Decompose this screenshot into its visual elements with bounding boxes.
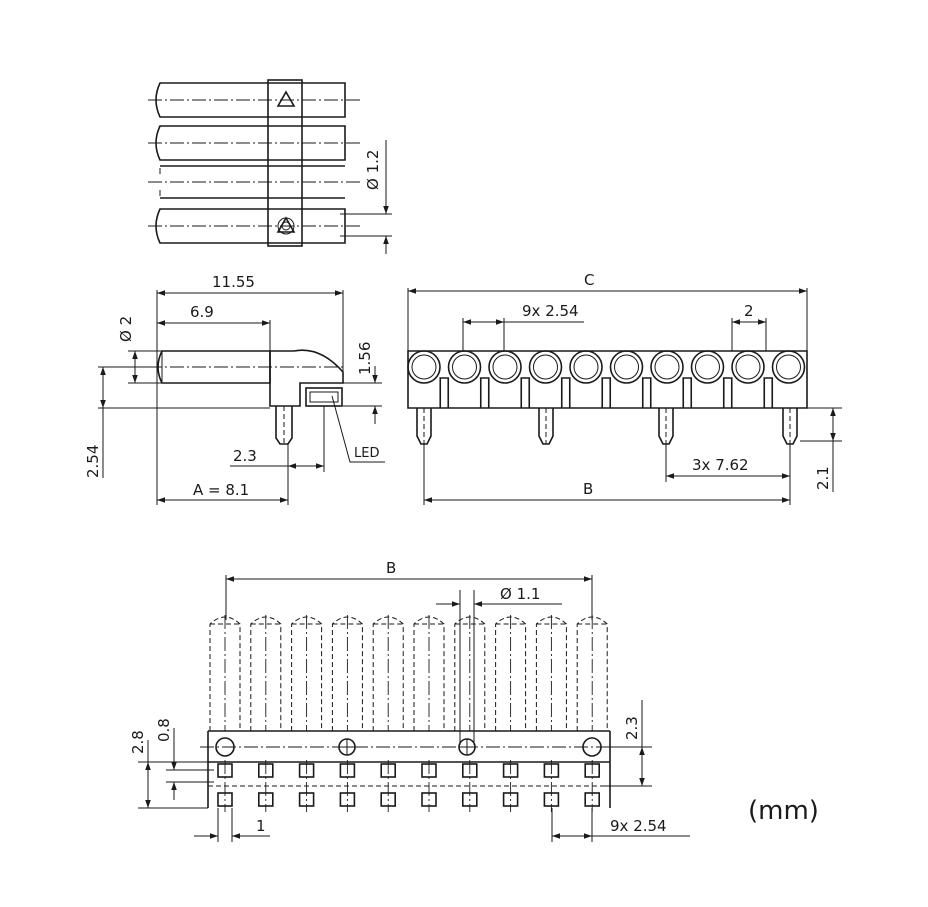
dim-1-label: 1 <box>256 817 266 835</box>
dim-d2-label: Ø 2 <box>117 316 135 342</box>
dim-9x254-label: 9x 2.54 <box>522 302 579 320</box>
slot <box>682 377 693 408</box>
led-lens <box>690 350 725 384</box>
dim-c-label: C <box>584 271 594 289</box>
led-lens <box>447 350 482 384</box>
led-lens-inner <box>533 354 558 380</box>
dim-2-54-label: 2.54 <box>84 445 102 478</box>
led-lens <box>771 350 806 384</box>
dim-2-1-label: 2.1 <box>814 466 832 490</box>
led-lens-inner <box>573 354 599 380</box>
led-lens-inner <box>654 354 680 380</box>
dim-2-8-label: 2.8 <box>129 730 147 754</box>
dim-6-9-label: 6.9 <box>190 303 214 321</box>
unit-label: (mm) <box>748 796 819 826</box>
dim-0-8-label: 0.8 <box>155 718 173 742</box>
front-view: C 9x 2.54 2 3x 7.62 B 2.1 <box>407 271 842 505</box>
slot <box>601 377 612 408</box>
dim-a-label: A = 8.1 <box>193 481 249 499</box>
slot <box>479 377 490 408</box>
dim-11-55-label: 11.55 <box>212 273 255 291</box>
led-lens-inner <box>452 354 477 380</box>
led-lens <box>609 350 644 384</box>
led-label: LED <box>354 446 379 461</box>
bottom-view: B Ø 1.1 2.8 0.8 2.3 1 <box>129 559 690 842</box>
dim-d1-1-label: Ø 1.1 <box>500 585 540 603</box>
dim-1-56-label: 1.56 <box>356 342 374 375</box>
slot <box>641 377 652 408</box>
dim-2-label: 2 <box>744 302 754 320</box>
dim-9x254-bottom-label: 9x 2.54 <box>610 817 667 835</box>
led-lens <box>731 350 765 384</box>
led-lens-inner <box>735 354 761 380</box>
led-lens-inner <box>776 354 801 380</box>
led-lens-inner <box>492 354 518 380</box>
dim-2-3-label: 2.3 <box>233 447 257 465</box>
slot <box>520 377 531 408</box>
dim-d1-2-label: Ø 1.2 <box>364 150 382 190</box>
slot <box>439 377 450 408</box>
led-lens <box>528 350 563 384</box>
top-view: Ø 1.2 <box>148 79 392 254</box>
led-lens <box>488 350 522 384</box>
slot <box>722 377 733 408</box>
led-lens <box>650 350 684 384</box>
slot <box>763 377 774 408</box>
dim-b-bottom-label: B <box>386 559 396 577</box>
dim-b-front-label: B <box>583 480 593 498</box>
led-lens-inner <box>695 354 720 380</box>
slot <box>560 377 571 408</box>
dim-3x762-label: 3x 7.62 <box>692 456 749 474</box>
led-lens-inner <box>411 354 437 380</box>
led-lens <box>569 350 603 384</box>
dim-2-3-bottom-label: 2.3 <box>623 716 641 740</box>
led-lens-inner <box>614 354 639 380</box>
led-lens <box>407 350 441 384</box>
side-view: 11.55 6.9 Ø 2 1.56 2.54 2.3 A = 8.1 LED <box>84 273 385 505</box>
